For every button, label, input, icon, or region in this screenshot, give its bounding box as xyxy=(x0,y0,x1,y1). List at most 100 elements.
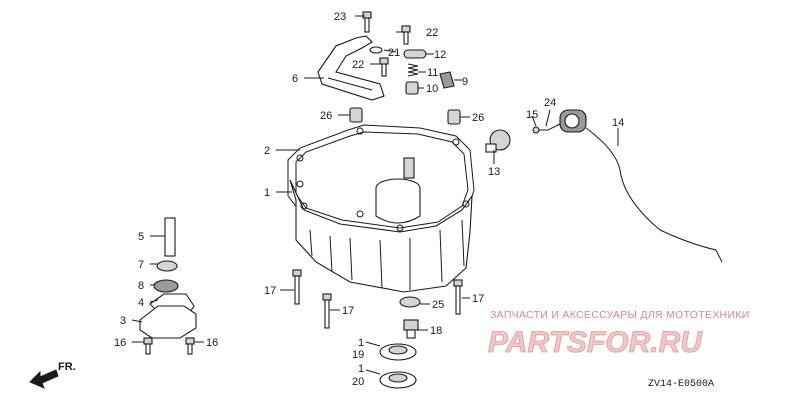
bolt-17c-shank xyxy=(455,285,461,315)
pan-stud xyxy=(403,157,415,179)
direction-label: FR. xyxy=(58,361,76,373)
bolt-17b-head xyxy=(322,293,332,301)
oil-pan-ribs xyxy=(309,219,465,290)
arrow-left-icon xyxy=(29,369,59,389)
bolt-23-head xyxy=(362,11,372,19)
callout-16: 16 xyxy=(206,337,218,349)
bolt-22-head xyxy=(401,25,411,33)
callout-21: 21 xyxy=(388,47,400,59)
callout-1: 1 xyxy=(358,337,364,349)
callout-11: 11 xyxy=(427,67,438,79)
callout-19: 19 xyxy=(352,349,364,361)
plate-12 xyxy=(403,49,427,59)
watermark-brand: PARTSFOR.RU xyxy=(488,326,703,359)
bolt-hole xyxy=(452,138,460,146)
callout-8: 8 xyxy=(138,280,144,292)
dowel-pin-right xyxy=(447,109,461,125)
callout-22: 22 xyxy=(426,27,438,39)
bolt-17c-head xyxy=(453,279,463,287)
shaft-5 xyxy=(164,217,176,257)
reed-9 xyxy=(439,71,455,89)
valve-10 xyxy=(405,81,419,95)
callout-23: 23 xyxy=(334,11,346,23)
callout-6: 6 xyxy=(292,73,298,85)
cover-3 xyxy=(139,305,197,339)
bolt-22b-shank xyxy=(381,63,387,77)
bolt-23-shank xyxy=(364,17,370,33)
callout-15: 15 xyxy=(526,109,538,121)
callout-24: 24 xyxy=(544,97,556,109)
callout-26: 26 xyxy=(320,110,332,122)
breather-cover xyxy=(317,35,385,101)
callout-13: 13 xyxy=(488,166,500,178)
spring-11 xyxy=(407,63,419,77)
bolt-17b-shank xyxy=(324,299,330,329)
bottom-bolts xyxy=(292,269,463,329)
callout-4: 4 xyxy=(138,297,144,309)
callout-10: 10 xyxy=(426,83,438,95)
screw-15 xyxy=(532,126,540,134)
pan-boss-side xyxy=(375,188,421,224)
gear-7 xyxy=(156,260,178,272)
bolt-hole xyxy=(462,200,470,208)
callout-16: 16 xyxy=(114,337,126,349)
bolt-hole xyxy=(296,180,304,188)
watermark-tagline: ЗАПЧАСТИ И АКСЕССУАРЫ ДЛЯ МОТОТЕХНИКИ xyxy=(490,309,750,321)
washer-21 xyxy=(369,46,383,54)
bolt-hole xyxy=(296,154,304,162)
oil-switch xyxy=(485,129,511,153)
wire-14 xyxy=(585,127,717,251)
callout-26: 26 xyxy=(472,112,484,124)
bolt-16b-shank xyxy=(187,343,193,355)
bolt-17a-shank xyxy=(294,275,300,305)
callout-12: 12 xyxy=(434,49,446,61)
oil-seal-20-inner xyxy=(388,373,408,383)
oil-switch-thread xyxy=(485,143,497,153)
callout-2: 2 xyxy=(264,145,270,157)
leader-lines xyxy=(131,15,619,375)
alert-unit-cap xyxy=(564,113,580,129)
diagram-code: ZV14-E0500A xyxy=(648,379,714,390)
front-direction-indicator: FR. xyxy=(29,361,76,389)
bolt-hole xyxy=(356,210,364,218)
oil-pan-body xyxy=(289,179,473,293)
oil-alert-unit xyxy=(532,109,723,263)
callout-1: 1 xyxy=(358,363,364,375)
bolt-hole xyxy=(300,202,308,210)
callout-18: 18 xyxy=(430,325,442,337)
drain-bolt-shank xyxy=(406,329,416,339)
bolt-22b-head xyxy=(379,57,389,65)
oil-pan-assembly xyxy=(287,124,475,293)
callout-17: 17 xyxy=(264,285,276,297)
callout-20: 20 xyxy=(352,376,364,388)
gasket-inner xyxy=(295,131,469,229)
callout-17: 17 xyxy=(342,305,354,317)
callout-14: 14 xyxy=(612,117,624,129)
alert-unit-lead xyxy=(538,123,561,131)
callout-7: 7 xyxy=(138,259,144,271)
drain-bolt-18 xyxy=(403,319,419,339)
left-assembly xyxy=(139,217,197,355)
bolt-16a-head xyxy=(143,337,153,345)
bolt-16a-shank xyxy=(145,343,151,355)
drain-bolt-head xyxy=(403,319,419,331)
callout-5: 5 xyxy=(138,231,144,243)
watermark: ЗАПЧАСТИ И АКСЕССУАРЫ ДЛЯ МОТОТЕХНИКИ PA… xyxy=(488,309,750,359)
callout-9: 9 xyxy=(462,76,468,88)
breather-assembly xyxy=(317,11,455,101)
callout-labels: 23 22 21 12 22 6 11 9 10 26 26 24 15 14 … xyxy=(114,11,624,388)
callout-1: 1 xyxy=(264,187,270,199)
dowel-pin-left xyxy=(349,107,363,123)
oil-seal-20 xyxy=(379,371,417,389)
bushing-8 xyxy=(153,279,179,293)
bolt-hole xyxy=(356,127,364,135)
callout-22: 22 xyxy=(352,59,364,71)
bolt-17a-head xyxy=(292,269,302,277)
callout-17: 17 xyxy=(472,293,484,305)
washer-25 xyxy=(399,296,421,308)
bolt-16b-head xyxy=(185,337,195,345)
bolt-hole xyxy=(396,224,404,232)
oil-seal-19-inner xyxy=(388,345,408,355)
callout-3: 3 xyxy=(120,315,126,327)
